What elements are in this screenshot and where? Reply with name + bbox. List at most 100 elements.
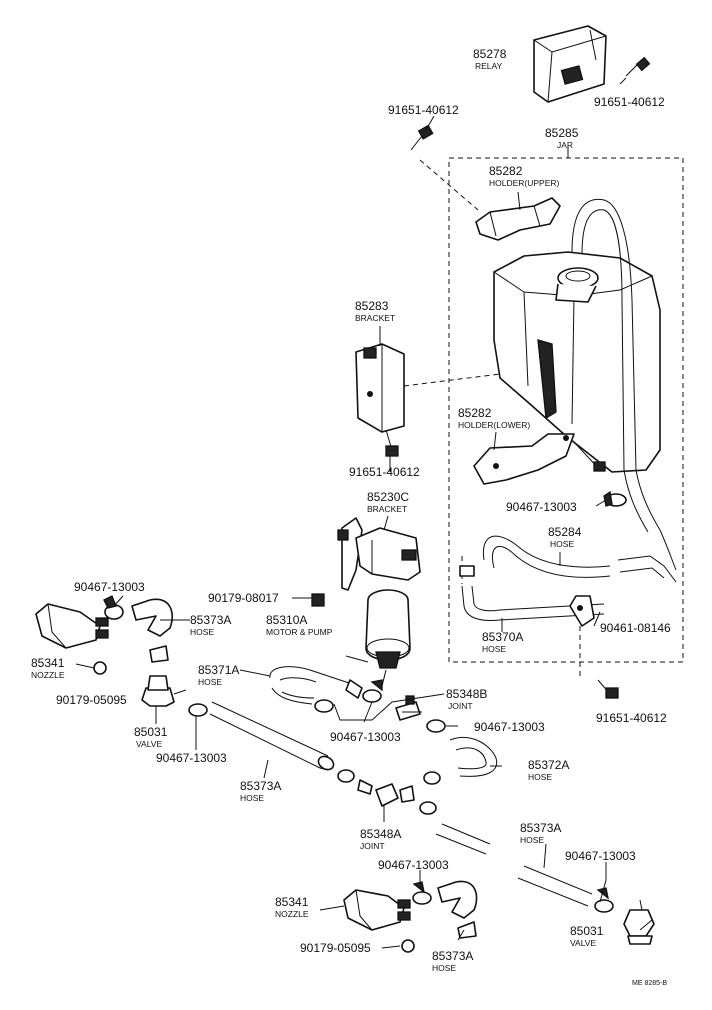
svg-text:85372A: 85372A [528, 758, 569, 772]
hose-85284-part [482, 529, 677, 583]
callout-valve-right: 85031 VALVE [570, 924, 604, 948]
svg-text:90467-13003: 90467-13003 [156, 751, 227, 765]
hose-85372a-part [423, 736, 498, 785]
clamp-left-valve-part [188, 703, 208, 717]
clamp-bottom-right-part [594, 887, 614, 913]
svg-text:90467-13003: 90467-13003 [330, 730, 401, 744]
callout-hose-long-left: 85373A HOSE [240, 779, 281, 803]
nut-bottom-part [401, 939, 415, 953]
callout-nozzle-left: 85341 NOZZLE [31, 656, 65, 680]
svg-text:85282: 85282 [489, 164, 523, 178]
svg-text:90179-05095: 90179-05095 [56, 693, 127, 707]
callout-bracket-c: 85230C BRACKET [367, 490, 409, 514]
callout-screw-bottom-right: 91651-40612 [596, 711, 667, 725]
hose-long-right-part [435, 823, 593, 907]
holder-lower-part [473, 433, 606, 485]
callout-clamp-left-valve: 90467-13003 [156, 751, 227, 765]
holder-upper-part [475, 197, 561, 241]
svg-text:90467-13003: 90467-13003 [474, 720, 545, 734]
svg-text:HOSE: HOSE [240, 793, 264, 803]
svg-text:HOSE: HOSE [432, 963, 456, 973]
svg-text:85278: 85278 [473, 47, 507, 61]
callout-motor-pump: 85310A MOTOR & PUMP [266, 613, 333, 637]
nut-mid-part [311, 593, 325, 607]
callout-clamp-jar: 90467-13003 [506, 500, 577, 514]
callout-screw-top: 91651-40612 [388, 103, 459, 117]
callout-joint-a: 85348A JOINT [360, 827, 401, 851]
callout-nut-mid: 90179-08017 [208, 591, 279, 605]
callout-holder-lower: 85282 HOLDER(LOWER) [458, 406, 530, 430]
svg-text:85284: 85284 [548, 525, 582, 539]
clamp-08146-part [569, 595, 595, 680]
svg-text:85348A: 85348A [360, 827, 401, 841]
svg-text:85371A: 85371A [198, 663, 239, 677]
svg-text:91651-40612: 91651-40612 [596, 711, 667, 725]
svg-text:91651-40612: 91651-40612 [594, 95, 665, 109]
svg-text:JAR: JAR [557, 140, 573, 150]
motor-pump-part [345, 589, 411, 687]
hose-85371a-part [269, 666, 363, 713]
callout-hose-85284: 85284 HOSE [548, 525, 582, 549]
svg-text:HOSE: HOSE [482, 644, 506, 654]
clamp-center-part [362, 679, 383, 703]
screw-bottom-right-part [597, 679, 619, 699]
svg-text:85031: 85031 [134, 725, 168, 739]
clamp-joint-b-part [426, 719, 446, 733]
clamp-left-top-part [103, 595, 124, 620]
svg-text:HOSE: HOSE [190, 627, 214, 637]
callout-joint-b: 85348B JOINT [446, 687, 487, 711]
screw-bracket-part [385, 429, 399, 457]
callout-clamp-center: 90467-13003 [330, 730, 401, 744]
callout-valve-left: 85031 VALVE [134, 725, 168, 749]
figure-code: ME 8285-B [632, 980, 667, 987]
svg-text:HOSE: HOSE [520, 835, 544, 845]
callout-relay: 85278 RELAY [473, 47, 507, 71]
clamp-bottom-center-part [412, 881, 432, 905]
screw-relay-part [625, 56, 651, 77]
svg-text:VALVE: VALVE [570, 938, 596, 948]
svg-text:90461-08146: 90461-08146 [600, 621, 671, 635]
svg-text:90467-13003: 90467-13003 [565, 849, 636, 863]
callout-hose-long-right: 85373A HOSE [520, 821, 561, 845]
svg-text:RELAY: RELAY [475, 61, 503, 71]
svg-text:NOZZLE: NOZZLE [275, 909, 309, 919]
svg-text:HOSE: HOSE [528, 772, 552, 782]
hose-left-short-part [131, 598, 174, 663]
svg-text:90179-08017: 90179-08017 [208, 591, 279, 605]
callout-clamp-bottom-center: 90467-13003 [378, 858, 449, 872]
callout-clamp-joint-b: 90467-13003 [474, 720, 545, 734]
screw-top-part [410, 124, 479, 211]
bracket-85283-part [355, 343, 501, 433]
relay-part [533, 25, 607, 103]
svg-text:VALVE: VALVE [136, 739, 162, 749]
svg-text:HOLDER(LOWER): HOLDER(LOWER) [458, 420, 530, 430]
svg-text:85031: 85031 [570, 924, 604, 938]
hose-85370a-part [459, 556, 605, 621]
jar-part [493, 198, 661, 533]
svg-text:HOSE: HOSE [198, 677, 222, 687]
nozzle-bottom-part [343, 889, 411, 931]
svg-text:85341: 85341 [275, 895, 309, 909]
callout-nut-left: 90179-05095 [56, 693, 127, 707]
svg-text:85285: 85285 [545, 126, 579, 140]
svg-text:90467-13003: 90467-13003 [506, 500, 577, 514]
svg-text:85283: 85283 [355, 299, 389, 313]
callout-screw-bracket: 91651-40612 [349, 465, 420, 479]
callout-screw-relay: 91651-40612 [594, 95, 665, 109]
callout-clamp-08146: 90461-08146 [600, 621, 671, 635]
svg-text:85373A: 85373A [520, 821, 561, 835]
svg-text:85230C: 85230C [367, 490, 409, 504]
svg-text:85370A: 85370A [482, 630, 523, 644]
joint-a-part [337, 769, 437, 815]
svg-text:NOZZLE: NOZZLE [31, 670, 65, 680]
callout-nut-bottom: 90179-05095 [300, 941, 371, 955]
nut-left-part [93, 661, 107, 675]
joint-b-part [395, 695, 421, 721]
svg-text:85373A: 85373A [240, 779, 281, 793]
nozzle-left-part [35, 603, 109, 649]
svg-text:BRACKET: BRACKET [367, 504, 407, 514]
svg-text:85373A: 85373A [190, 613, 231, 627]
callout-bracket: 85283 BRACKET [355, 299, 395, 323]
callout-hose-85372a: 85372A HOSE [528, 758, 569, 782]
